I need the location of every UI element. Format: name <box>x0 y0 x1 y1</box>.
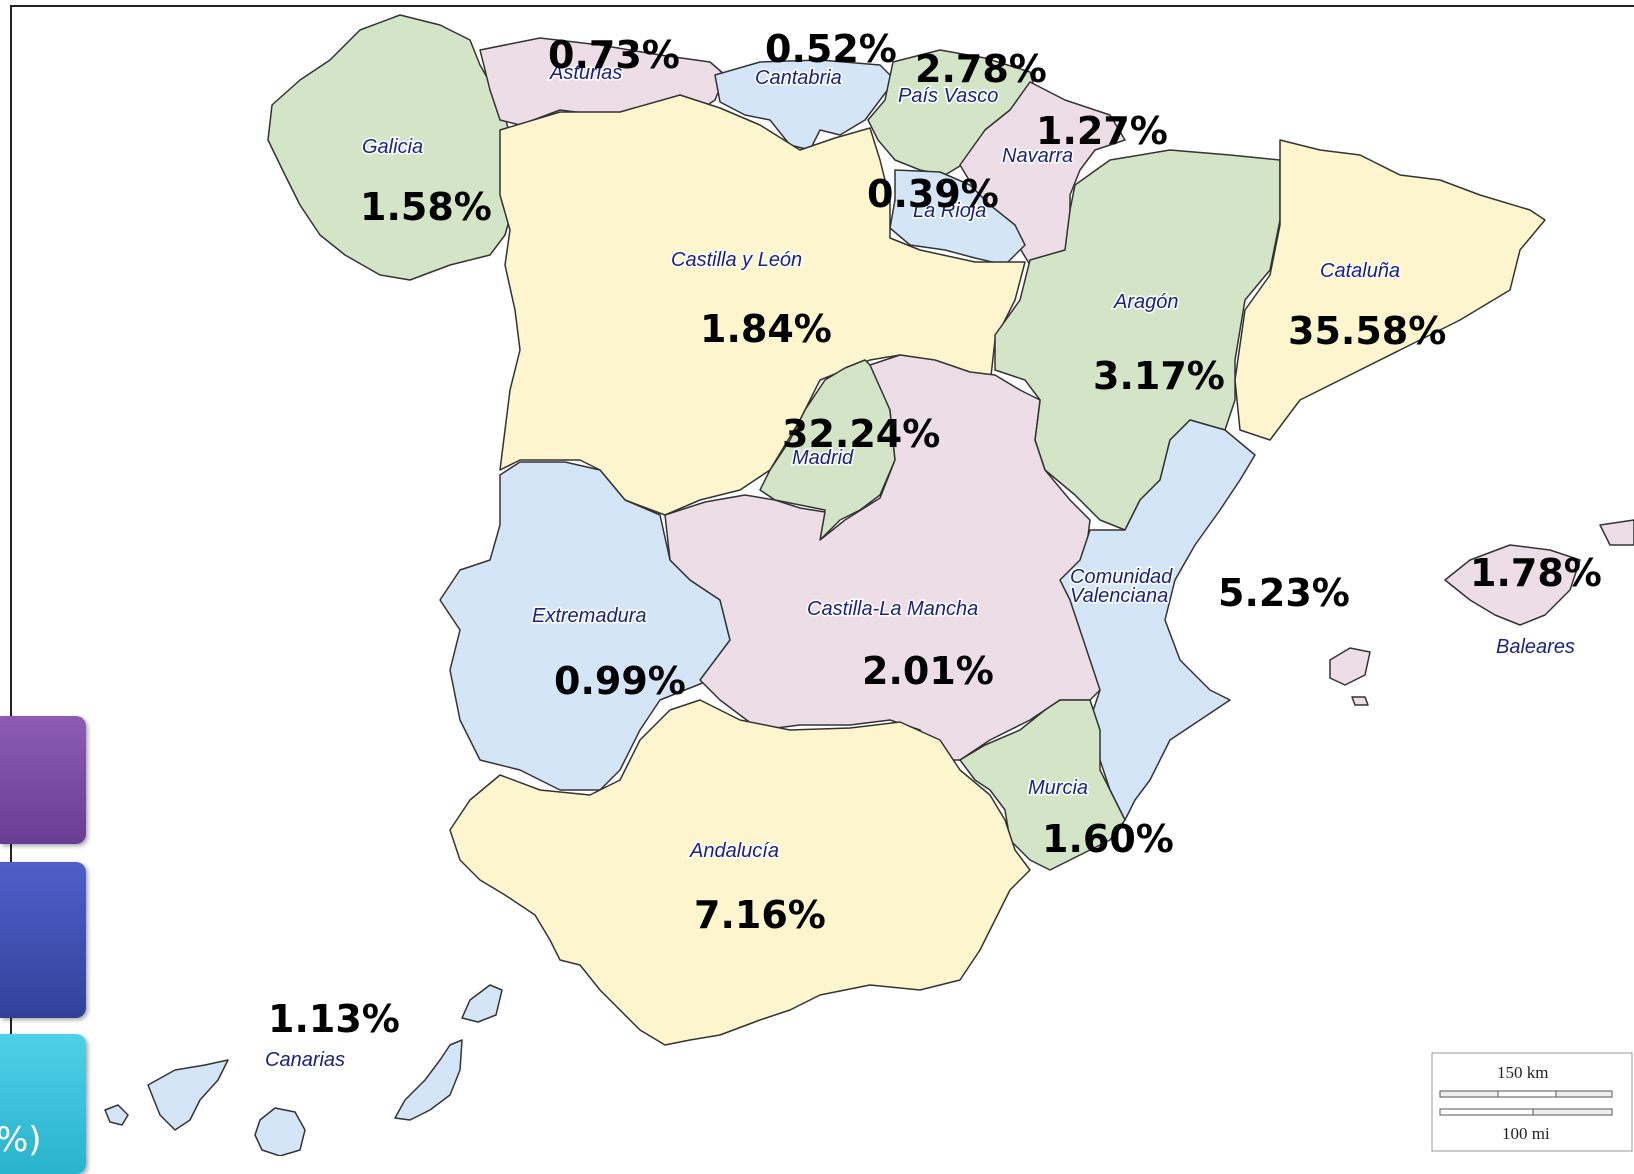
pct-castilla-leon: 1.84% <box>700 307 832 351</box>
label-canarias: Canarias <box>265 1049 345 1071</box>
pct-valenciana: 5.23% <box>1218 571 1350 615</box>
label-cataluna: Cataluña <box>1320 260 1400 282</box>
pct-andalucia: 7.16% <box>694 893 826 937</box>
label-valenciana-2: Valenciana <box>1070 585 1168 607</box>
pct-galicia: 1.58% <box>360 185 492 229</box>
label-valenciana-1: Comunidad <box>1070 566 1173 588</box>
region-canarias-lanzarote[interactable] <box>461 984 503 1023</box>
scale-bar: 150 km 100 mi <box>1431 1052 1633 1152</box>
pct-murcia: 1.60% <box>1042 817 1174 861</box>
region-cantabria[interactable] <box>714 59 896 151</box>
region-baleares-formentera[interactable] <box>1351 696 1369 706</box>
label-pais-vasco: País Vasco <box>898 85 998 107</box>
pct-extremadura: 0.99% <box>554 659 686 703</box>
pct-pais-vasco: 2.78% <box>915 47 1047 91</box>
label-la-rioja: La Rioja <box>913 200 986 222</box>
label-navarra: Navarra <box>1002 145 1073 167</box>
region-andalucia[interactable] <box>449 699 1031 1046</box>
region-canarias-la-palma[interactable] <box>104 1104 129 1126</box>
side-button-purple[interactable] <box>0 716 86 844</box>
pct-baleares: 1.78% <box>1470 551 1602 595</box>
label-aragon: Aragón <box>1113 291 1179 313</box>
region-baleares-mallorca[interactable] <box>1444 544 1581 626</box>
region-canarias-fuerteventura[interactable] <box>394 1039 463 1121</box>
pct-asturias: 0.73% <box>548 33 680 77</box>
label-castilla-la-mancha: Castilla-La Mancha <box>807 598 978 620</box>
map-frame <box>10 5 1634 1165</box>
pct-navarra: 1.27% <box>1036 109 1168 153</box>
scale-mi-label: 100 mi <box>1502 1124 1550 1143</box>
region-castilla-leon[interactable] <box>499 94 1026 516</box>
region-extremadura[interactable] <box>439 461 731 791</box>
label-baleares: Baleares <box>1496 636 1575 658</box>
region-canarias-tenerife[interactable] <box>147 1059 229 1131</box>
label-galicia: Galicia <box>362 136 423 158</box>
label-castilla-leon: Castilla y León <box>671 249 802 271</box>
pct-castilla-la-mancha: 2.01% <box>862 649 994 693</box>
label-cantabria: Cantabria <box>755 67 842 89</box>
label-madrid: Madrid <box>792 447 854 469</box>
side-button-cyan[interactable] <box>0 1034 86 1174</box>
region-canarias-gran-canaria[interactable] <box>254 1107 306 1156</box>
label-murcia: Murcia <box>1028 777 1088 799</box>
pct-cataluna: 35.58% <box>1288 309 1446 353</box>
pct-aragon: 3.17% <box>1093 354 1225 398</box>
pct-canarias: 1.13% <box>268 997 400 1041</box>
region-murcia[interactable] <box>959 699 1126 871</box>
region-baleares-menorca[interactable] <box>1599 519 1634 546</box>
region-baleares-ibiza[interactable] <box>1329 647 1371 686</box>
label-extremadura: Extremadura <box>532 605 647 627</box>
pct-cantabria: 0.52% <box>765 27 897 71</box>
label-asturias: Asturias <box>549 62 622 84</box>
side-button-cyan-text: %) <box>0 1120 42 1160</box>
pct-la-rioja: 0.39% <box>867 172 999 216</box>
side-button-blue[interactable] <box>0 862 86 1018</box>
pct-madrid: 32.24% <box>782 412 940 456</box>
region-cataluna[interactable] <box>1234 139 1546 441</box>
label-andalucia: Andalucía <box>689 840 779 862</box>
scale-km-label: 150 km <box>1497 1063 1548 1082</box>
